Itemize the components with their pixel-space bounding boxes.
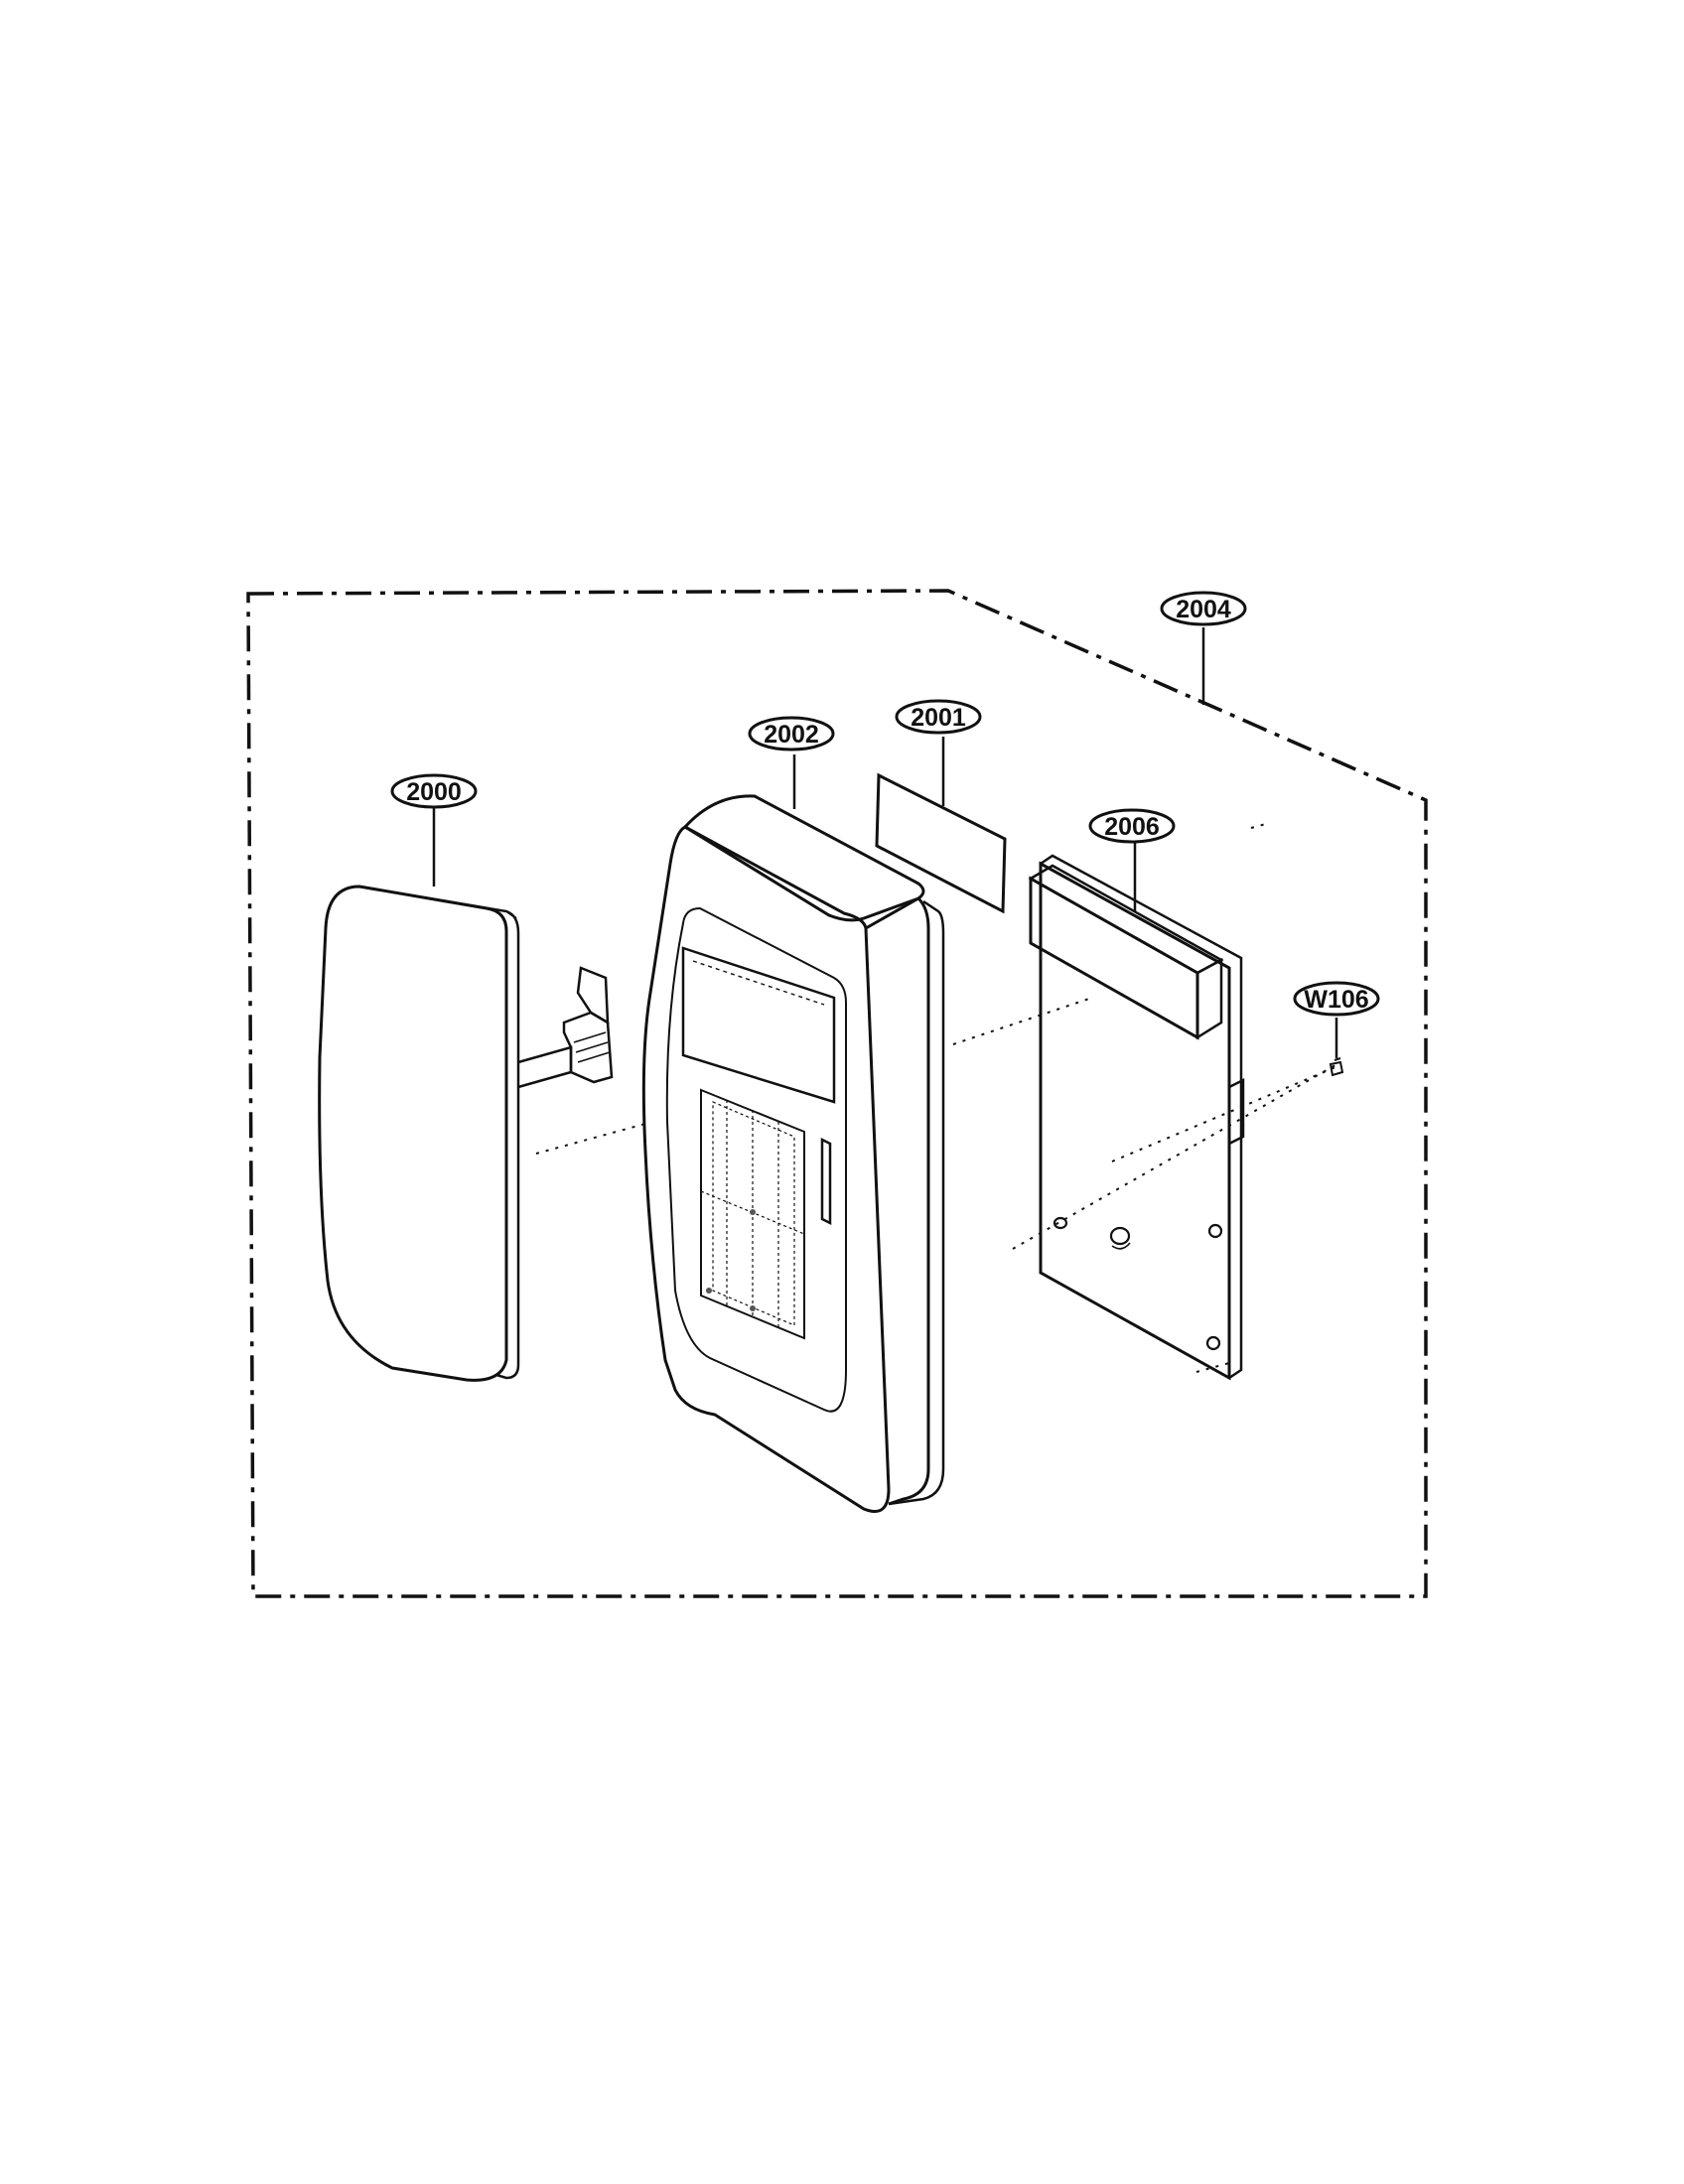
pcb-board [1039, 861, 1231, 1381]
callout-2000: 2000 [390, 773, 478, 809]
frame-display-window [681, 946, 836, 1104]
frame-button-slot [820, 1137, 832, 1226]
callout-2006: 2006 [1088, 808, 1176, 844]
callout-oval [1160, 591, 1247, 626]
callout-label: 2004 [1176, 596, 1231, 623]
leader-lines [432, 627, 1338, 1058]
membrane-keypad-face [318, 885, 508, 1382]
flex-cable-tail [517, 966, 614, 1089]
frame-side-face [865, 896, 930, 1506]
screw-part [1329, 1057, 1344, 1077]
membrane-keypad-edge [505, 910, 517, 919]
frame-back-rim [888, 899, 945, 1506]
pcb-display-module-top [1028, 864, 1224, 975]
callout-oval [748, 716, 835, 751]
pcb-display-module-front [1029, 876, 1199, 1040]
pcb-display-module-side [1195, 957, 1223, 1040]
pcb-assembly-part [1028, 854, 1245, 1381]
frame-keypad-grid [700, 1088, 805, 1340]
callout-label: 2006 [1104, 813, 1160, 841]
frame-display-window-inner [692, 960, 825, 1006]
display-window-sheet-part [875, 772, 1007, 914]
pcb-components [1052, 1216, 1223, 1351]
frame-front-face [641, 825, 891, 1513]
membrane-keypad-side [358, 885, 520, 1380]
callout-label: 2000 [406, 778, 462, 806]
callout-oval [895, 699, 982, 735]
frame-inner-bezel [665, 906, 847, 1413]
callout-label: W106 [1304, 986, 1368, 1014]
callout-2001: 2001 [895, 699, 982, 735]
callout-2002: 2002 [748, 716, 835, 751]
assembly-boundary [246, 589, 1428, 1598]
callout-oval [1088, 808, 1176, 844]
frame-top-face [682, 794, 925, 922]
control-panel-frame-part [641, 794, 945, 1513]
callout-label: 2001 [911, 704, 966, 732]
callout-W106: W106 [1293, 981, 1380, 1017]
callout-oval [1293, 981, 1380, 1017]
membrane-keypad-part [318, 885, 614, 1382]
pcb-board-back [1040, 854, 1243, 1380]
callout-label: 2002 [764, 721, 819, 749]
pcb-connector [1227, 1077, 1245, 1147]
callout-2004: 2004 [1160, 591, 1247, 626]
assembly-axis-lines [535, 823, 1341, 1373]
callout-oval [390, 773, 478, 809]
